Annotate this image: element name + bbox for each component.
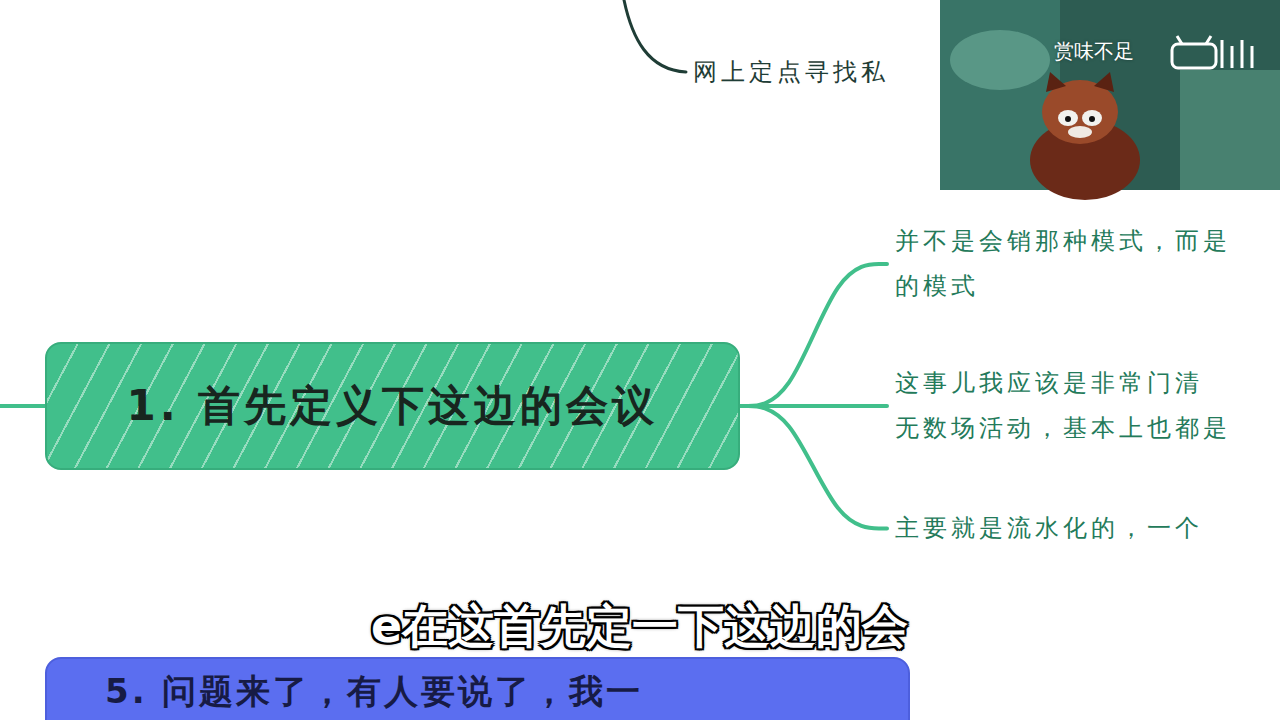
video-background bbox=[950, 30, 1050, 90]
panda-eye bbox=[1089, 116, 1095, 122]
panda-ear bbox=[1094, 72, 1114, 92]
node-text: 并不是会销那种模式，而是 的模式 bbox=[895, 219, 1245, 309]
bilibili-logo bbox=[1172, 36, 1252, 68]
watermark: 赏味不足 bbox=[1054, 38, 1134, 65]
leaf-topic: 主要就是流水化的，一个 bbox=[895, 506, 1203, 551]
node-text: 主要就是流水化的，一个 bbox=[895, 506, 1203, 551]
panda-ear bbox=[1046, 72, 1066, 92]
leaf-topic: 并不是会销那种模式，而是 的模式 bbox=[895, 219, 1245, 309]
node-text: 这事儿我应该是非常门清 无数场活动，基本上也都是 bbox=[895, 361, 1245, 451]
topic-box: 5. 问题来了，有人要说了，我一 bbox=[45, 657, 910, 720]
topic-box: 1. 首先定义下这边的会议 bbox=[45, 342, 740, 470]
branch-connector bbox=[740, 406, 887, 529]
node-text: 网上定点寻找私 bbox=[693, 55, 889, 89]
panda-body bbox=[1030, 120, 1140, 200]
leaf-topic: 这事儿我应该是非常门清 无数场活动，基本上也都是 bbox=[895, 361, 1245, 451]
branch-line bbox=[0, 404, 45, 408]
node-text: 5. 问题来了，有人要说了，我一 bbox=[105, 669, 643, 715]
panda-muzzle bbox=[1068, 126, 1092, 138]
video-overlay bbox=[940, 0, 1280, 200]
node-text: 1. 首先定义下这边的会议 bbox=[127, 378, 659, 434]
video-background bbox=[1180, 70, 1280, 190]
panda-eye bbox=[1065, 116, 1071, 122]
branch-line bbox=[624, 0, 686, 72]
panda-face-patch bbox=[1082, 110, 1102, 126]
branch-connector bbox=[740, 264, 887, 406]
subtitle: e在这首先定一下这边的会 bbox=[371, 596, 908, 658]
panda-face-patch bbox=[1058, 110, 1078, 126]
leaf-topic: 网上定点寻找私 bbox=[693, 55, 889, 89]
